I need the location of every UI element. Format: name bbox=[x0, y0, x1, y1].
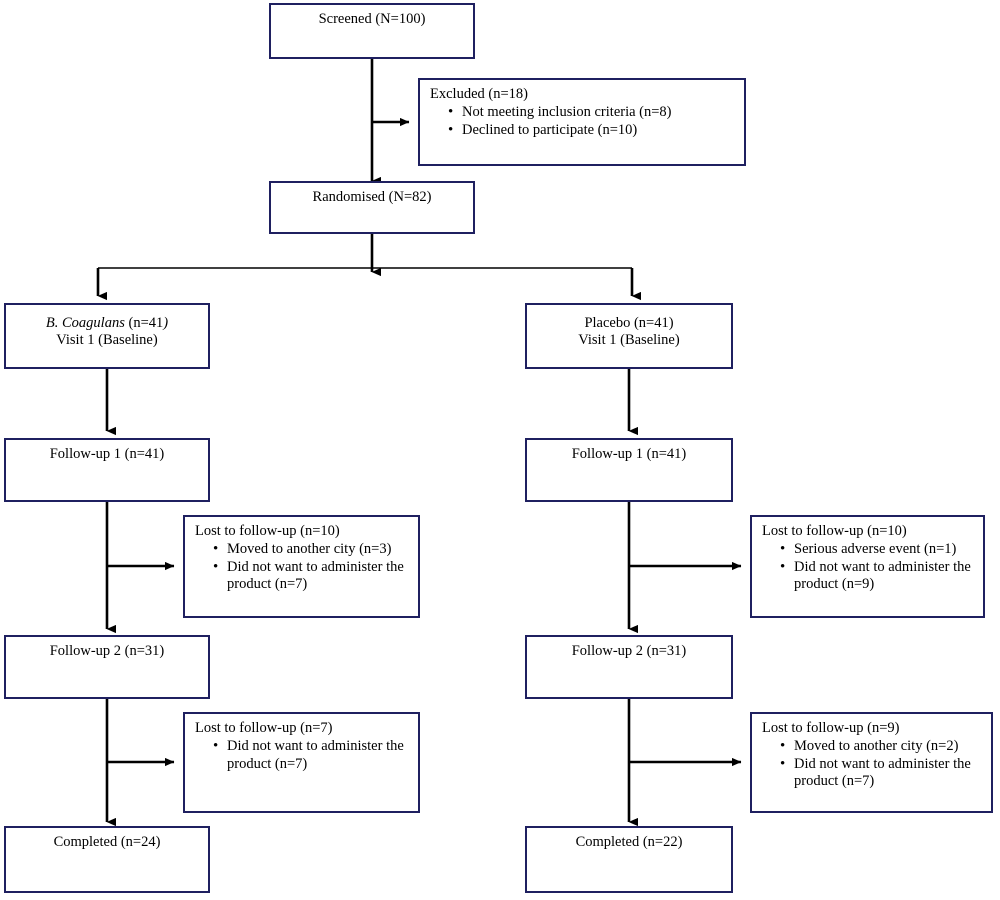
list-item: Did not want to administer the product (… bbox=[213, 558, 410, 594]
node-treatment-followup2: Follow-up 2 (n=31) bbox=[4, 635, 210, 699]
list-item: Serious adverse event (n=1) bbox=[780, 540, 975, 558]
node-treatment-lost1: Lost to follow-up (n=10) Moved to anothe… bbox=[183, 515, 420, 618]
node-placebo-lost1: Lost to follow-up (n=10) Serious adverse… bbox=[750, 515, 985, 618]
node-arm-treatment: B. Coagulans (n=41) Visit 1 (Baseline) bbox=[4, 303, 210, 369]
node-placebo-followup1: Follow-up 1 (n=41) bbox=[525, 438, 733, 502]
node-placebo-lost2: Lost to follow-up (n=9) Moved to another… bbox=[750, 712, 993, 813]
node-arm-treatment-paren: ) bbox=[163, 315, 169, 331]
list-item: Did not want to administer the product (… bbox=[213, 737, 410, 773]
node-treatment-lost2-heading: Lost to follow-up (n=7) bbox=[195, 720, 333, 736]
node-arm-placebo-line2: Visit 1 (Baseline) bbox=[578, 332, 680, 349]
node-placebo-followup1-label: Follow-up 1 (n=41) bbox=[571, 446, 687, 462]
list-item: Not meeting inclusion criteria (n=8) bbox=[448, 103, 736, 121]
node-randomised: Randomised (N=82) bbox=[269, 181, 475, 234]
node-arm-placebo: Placebo (n=41) Visit 1 (Baseline) bbox=[525, 303, 733, 369]
list-item: Did not want to administer the product (… bbox=[780, 558, 975, 594]
node-placebo-lost2-reason-list: Moved to another city (n=2) Did not want… bbox=[762, 737, 983, 791]
node-screened: Screened (N=100) bbox=[269, 3, 475, 59]
list-item: Moved to another city (n=2) bbox=[780, 737, 983, 755]
node-excluded-reason-list: Not meeting inclusion criteria (n=8) Dec… bbox=[430, 103, 736, 139]
node-treatment-completed-label: Completed (n=24) bbox=[53, 834, 161, 850]
list-item: Declined to participate (n=10) bbox=[448, 120, 736, 138]
node-treatment-lost1-heading: Lost to follow-up (n=10) bbox=[195, 523, 340, 539]
node-treatment-followup1: Follow-up 1 (n=41) bbox=[4, 438, 210, 502]
node-arm-treatment-line1: B. Coagulans (n=41) bbox=[14, 315, 200, 332]
node-screened-label: Screened (N=100) bbox=[318, 11, 426, 27]
node-treatment-followup1-label: Follow-up 1 (n=41) bbox=[49, 446, 165, 462]
node-treatment-followup2-label: Follow-up 2 (n=31) bbox=[49, 643, 165, 659]
node-treatment-lost2: Lost to follow-up (n=7) Did not want to … bbox=[183, 712, 420, 813]
node-excluded-heading: Excluded (n=18) bbox=[430, 86, 528, 102]
node-arm-placebo-line1: Placebo (n=41) bbox=[584, 315, 674, 331]
node-placebo-lost1-reason-list: Serious adverse event (n=1) Did not want… bbox=[762, 540, 975, 594]
node-placebo-completed: Completed (n=22) bbox=[525, 826, 733, 893]
node-placebo-completed-label: Completed (n=22) bbox=[575, 834, 683, 850]
node-placebo-lost2-heading: Lost to follow-up (n=9) bbox=[762, 720, 900, 736]
species-name: B. Coagulans bbox=[45, 315, 125, 331]
node-treatment-completed: Completed (n=24) bbox=[4, 826, 210, 893]
node-excluded: Excluded (n=18) Not meeting inclusion cr… bbox=[418, 78, 746, 166]
node-randomised-label: Randomised (N=82) bbox=[312, 189, 432, 205]
node-placebo-followup2: Follow-up 2 (n=31) bbox=[525, 635, 733, 699]
node-treatment-lost2-reason-list: Did not want to administer the product (… bbox=[195, 737, 410, 773]
list-item: Moved to another city (n=3) bbox=[213, 540, 410, 558]
node-placebo-followup2-label: Follow-up 2 (n=31) bbox=[571, 643, 687, 659]
node-placebo-lost1-heading: Lost to follow-up (n=10) bbox=[762, 523, 907, 539]
node-treatment-lost1-reason-list: Moved to another city (n=3) Did not want… bbox=[195, 540, 410, 594]
node-arm-treatment-count: (n=41 bbox=[124, 315, 164, 331]
list-item: Did not want to administer the product (… bbox=[780, 755, 983, 791]
node-arm-treatment-line2: Visit 1 (Baseline) bbox=[56, 332, 158, 349]
